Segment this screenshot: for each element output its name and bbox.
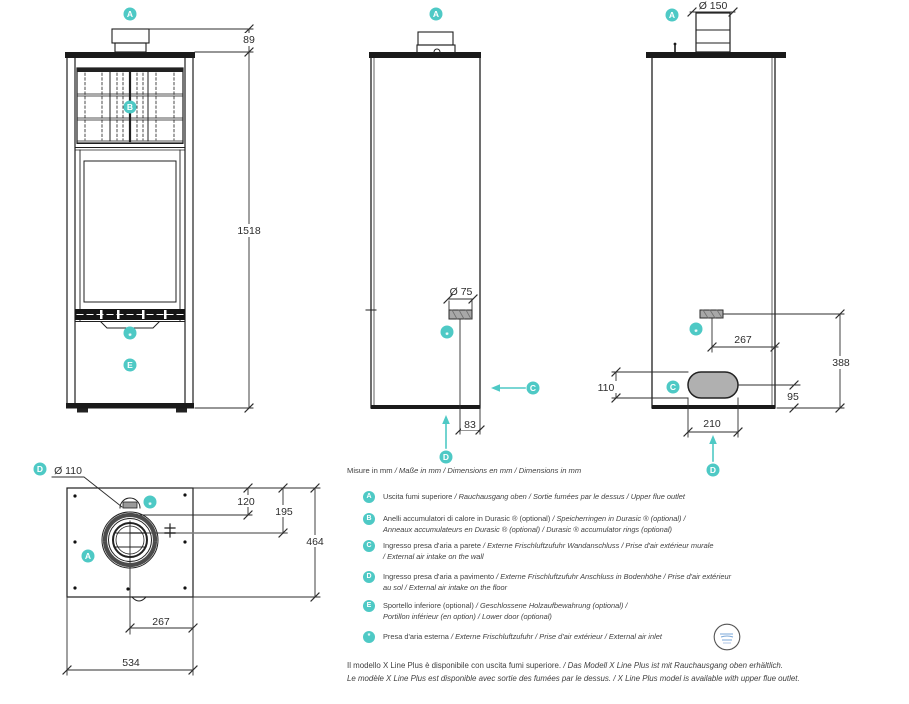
side-top-plate (369, 52, 481, 58)
top-dim-flue-dia: D Ø 110 (33, 462, 123, 508)
top-markers: * A (81, 495, 157, 563)
marker-c: C (530, 383, 536, 393)
rear-markers: A * C D (665, 8, 720, 477)
dim-top-depth: 464 (306, 536, 324, 548)
marker-a: A (85, 551, 91, 561)
dim-top-flue-y: 195 (275, 506, 293, 518)
side-air-connector (448, 309, 473, 320)
dim-side-air-back: 83 (464, 419, 476, 431)
front-view: 89 1518 A B * E (65, 7, 264, 413)
dim-front-total-height: 1518 (237, 225, 261, 237)
rear-dim-flue (687, 7, 738, 17)
rear-view: Ø 150 267 388 110 (594, 0, 853, 477)
rear-flue-pipe (695, 12, 731, 53)
side-flue-pipe (416, 31, 456, 54)
top-view: D Ø 110 120 195 464 267 534 (33, 462, 327, 676)
dim-rear-oval-h: 110 (598, 382, 615, 394)
dim-front-flue-height: 89 (243, 34, 255, 46)
top-dims-bottom (62, 596, 198, 676)
marker-star: * (128, 331, 132, 341)
dim-rear-air-x: 267 (734, 334, 752, 346)
front-base (66, 403, 194, 409)
side-markers: A * C D (429, 7, 540, 464)
front-top-plate (65, 52, 195, 58)
marker-c: C (670, 382, 676, 392)
side-view: Ø 75 83 A * C D (365, 7, 540, 464)
front-markers: A B * E (123, 7, 137, 372)
front-flue-pipe (111, 28, 150, 53)
marker-e: E (127, 360, 133, 370)
side-dim-air (443, 294, 478, 311)
rear-dim-210 (683, 397, 743, 438)
marker-d: D (37, 464, 43, 474)
brand-stamp (713, 623, 741, 651)
marker-b: B (127, 102, 133, 112)
marker-d: D (443, 452, 449, 462)
front-dimensions (148, 24, 254, 413)
rear-dims-right (707, 309, 845, 413)
wall-intake-opening (687, 371, 739, 399)
dim-top-flue-dia: Ø 110 (54, 465, 82, 477)
dim-rear-flue-dia: Ø 150 (699, 0, 728, 12)
front-door-glass (74, 149, 186, 322)
marker-star: * (694, 327, 698, 337)
top-ref-lines (129, 487, 321, 635)
rear-dim-95 (737, 380, 801, 413)
marker-star: * (148, 500, 152, 510)
dim-side-air-dia: Ø 75 (450, 286, 473, 298)
front-grille (75, 309, 185, 320)
marker-d: D (710, 465, 716, 475)
dim-rear-oval-w: 210 (703, 418, 721, 430)
dim-top-flue-x: 267 (152, 616, 170, 628)
marker-a: A (669, 10, 675, 20)
dim-rear-oval-b: 95 (787, 391, 799, 403)
dim-rear-air-h: 388 (832, 357, 850, 369)
screw-dots (73, 493, 187, 591)
top-flue-circle (101, 497, 176, 602)
rear-top-plate (646, 52, 786, 58)
marker-star: * (445, 330, 449, 340)
dim-top-width: 534 (122, 657, 140, 669)
marker-a: A (127, 9, 133, 19)
dim-top-air-y: 120 (237, 496, 255, 508)
marker-a: A (433, 9, 439, 19)
